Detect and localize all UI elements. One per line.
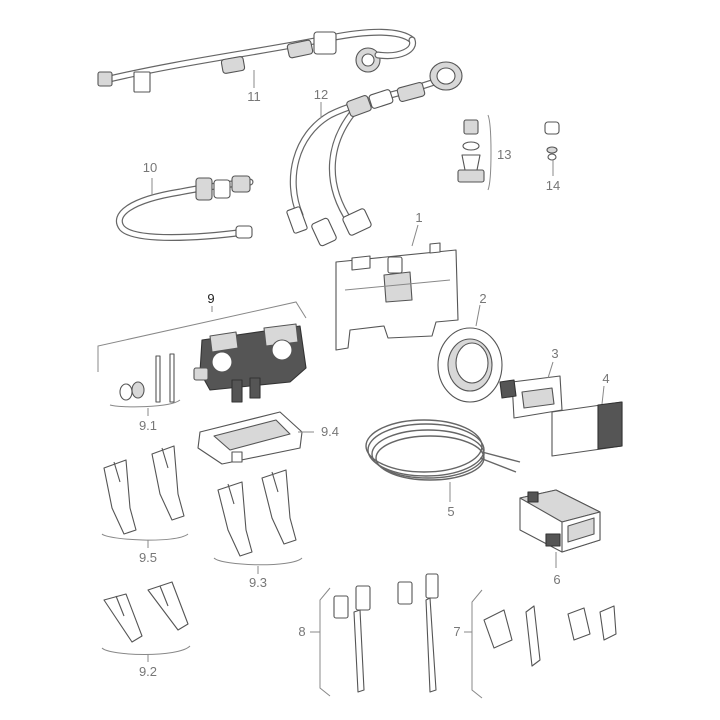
part-7-links [483, 605, 617, 667]
label-9-1: 9.1 [139, 418, 157, 433]
label-3: 3 [551, 346, 558, 361]
label-10: 10 [143, 160, 157, 175]
part-9-5-clips [103, 445, 185, 535]
part-11-hose [97, 28, 417, 93]
part-4-cover-plate [551, 401, 623, 457]
part-3-module [499, 375, 563, 419]
part-5-cable [365, 419, 521, 481]
label-4: 4 [602, 371, 609, 386]
label-9-4: 9.4 [321, 424, 339, 439]
label-2: 2 [479, 291, 486, 306]
part-10-hose [115, 175, 254, 241]
part-9-2-clips [103, 581, 189, 643]
part-13-valve [457, 114, 492, 191]
part-1-mounting-plate [335, 242, 459, 351]
part-9-3-clips [217, 469, 297, 557]
part-9-1-fittings [119, 353, 175, 403]
label-12: 12 [314, 87, 328, 102]
label-6: 6 [553, 572, 560, 587]
part-8-levers [333, 573, 439, 693]
part-2-ring [437, 327, 503, 403]
label-9-3: 9.3 [249, 575, 267, 590]
part-14-screw [544, 121, 560, 161]
label-5: 5 [447, 504, 454, 519]
group-9-bracket [97, 301, 307, 372]
label-8: 8 [298, 624, 305, 639]
part-6-actuator [519, 489, 601, 553]
group-7-bracket [471, 589, 483, 699]
part-12-hose [286, 61, 463, 247]
label-13: 13 [497, 147, 511, 162]
label-9-5: 9.5 [139, 550, 157, 565]
group-8-bracket [319, 587, 331, 697]
label-9-2: 9.2 [139, 664, 157, 679]
label-14: 14 [546, 178, 560, 193]
part-9-valve-block [193, 323, 307, 403]
label-11: 11 [247, 89, 261, 104]
part-9-4-frame [197, 411, 303, 465]
label-9: 9 [207, 291, 214, 306]
label-1: 1 [415, 210, 422, 225]
label-7: 7 [453, 624, 460, 639]
